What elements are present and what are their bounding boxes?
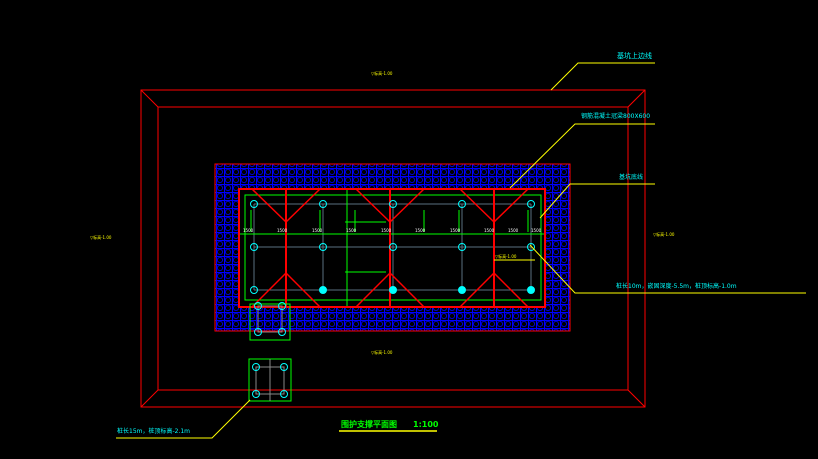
dimension-label: 1500 <box>531 228 542 233</box>
pile-group-lower <box>248 358 292 402</box>
dimension-label: 1500 <box>346 228 357 233</box>
callout-excavation-top-edge: 基坑上边线 <box>617 52 652 60</box>
elevation-mark-bottom: ▽标高-1.00 <box>371 350 393 355</box>
excavation-outline <box>140 89 646 408</box>
dimension-label: 1500 <box>312 228 323 233</box>
steel-supports <box>238 188 546 308</box>
drawing-title: 围护支撑平面图 <box>341 420 397 429</box>
dimension-label: 1500 <box>508 228 519 233</box>
pile-group-upper <box>249 302 291 341</box>
elevation-mark-inner: ▽标高-1.00 <box>495 254 517 259</box>
dimension-label: 1500 <box>484 228 495 233</box>
elevation-mark-right: ▽标高-1.00 <box>653 232 675 237</box>
leader-lines <box>116 62 806 439</box>
dimension-label: 1500 <box>415 228 426 233</box>
dimension-label: 1500 <box>450 228 461 233</box>
elevation-mark-top: ▽标高-1.00 <box>371 71 393 76</box>
dimension-label: 1500 <box>243 228 254 233</box>
callout-pile-spec-main: 桩长10m，嵌固深度-5.5m，桩顶标高-1.0m <box>616 283 737 290</box>
dimension-label: 1500 <box>277 228 288 233</box>
dimension-label: 1500 <box>381 228 392 233</box>
drawing-scale: 1:100 <box>413 420 439 429</box>
piles <box>250 200 535 294</box>
elevation-mark-left: ▽标高-1.00 <box>90 235 112 240</box>
callout-pile-spec-pit: 桩长15m，桩顶标高-2.1m <box>117 428 191 435</box>
callout-excavation-bottom: 基坑底线 <box>619 174 644 181</box>
callout-crown-beam: 钢筋混凝土冠梁800X600 <box>581 113 651 120</box>
